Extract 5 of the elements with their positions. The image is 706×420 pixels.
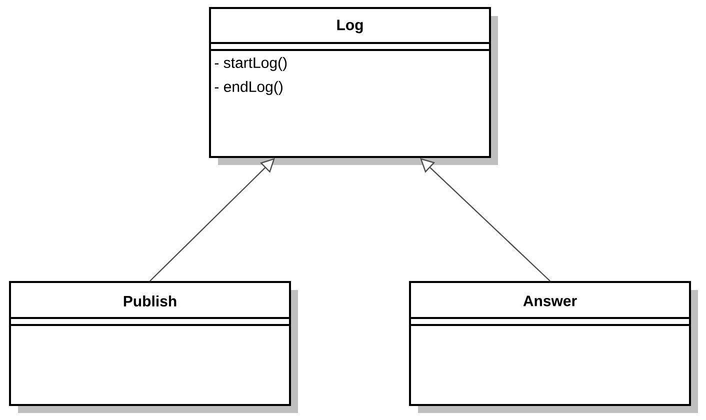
class-box: Answer bbox=[409, 281, 698, 413]
class-box: Publish bbox=[9, 281, 298, 413]
inheritance-arrow bbox=[150, 158, 275, 282]
inheritance-arrow bbox=[420, 158, 550, 282]
class-box: Log - startLog() - endLog() bbox=[209, 7, 498, 165]
